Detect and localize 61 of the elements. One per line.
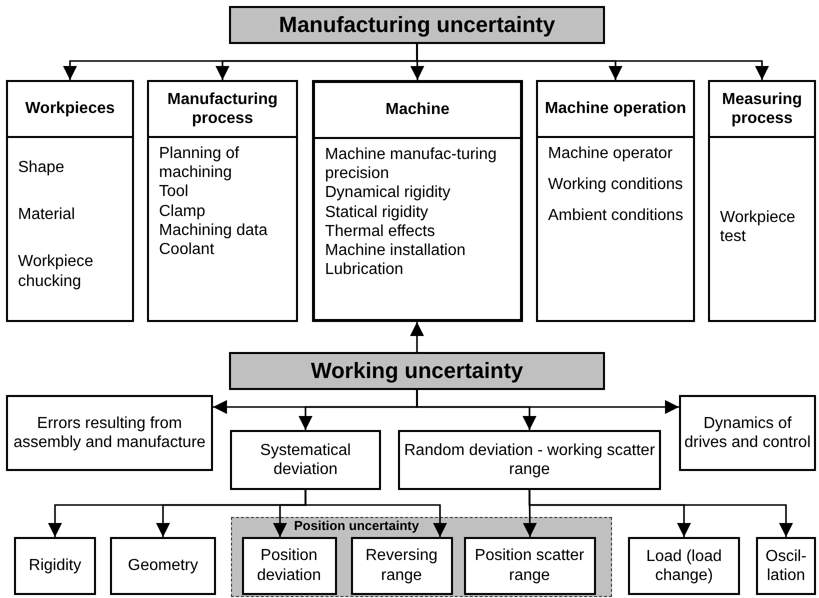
factor-text: Statical rigidity [325,202,430,222]
category-heading: Machine [315,83,520,139]
factor-text: Working conditions [548,175,684,194]
box-text: Random deviation - working scatter range [403,440,656,480]
factor-text: Shape [18,158,66,178]
box-text: Geometry [128,556,198,576]
process-box [14,537,96,595]
category-box [6,80,134,322]
factor-text: Machine manufac-turing precision [325,145,498,184]
box-text: Errors resulting from assembly and manufacture [12,414,207,452]
category-box [708,80,816,322]
process-box [242,536,336,594]
category-heading: Manufacturing process [149,82,296,138]
factor-text: Material [18,205,76,224]
process-box [350,536,452,594]
box-text: Reversing range [364,546,439,585]
factor-text: Ambient conditions [548,206,684,226]
process-box [230,430,381,490]
box-text: Rigidity [28,556,82,576]
category-heading: Measuring process [710,82,814,138]
box-text: Position scatter range [474,546,586,585]
category-box [147,80,298,322]
arrow [416,390,679,414]
category-box [536,80,695,322]
factor-text: Dynamical rigidity [325,183,452,203]
factor-text: Tool [159,182,190,202]
arrow [416,44,769,80]
arrow [528,490,793,537]
factor-text: Thermal effects [325,222,436,241]
heading-text: Manufacturing uncertainty [278,12,556,38]
heading-box [229,6,605,44]
factor-text: Workpiece test [720,208,796,246]
category-heading: Machine operation [538,82,693,138]
factor-text: Coolant [159,240,216,260]
category-box [312,80,523,322]
process-box [756,537,816,595]
factor-text: Lubrication [325,260,404,280]
heading-box [229,352,605,390]
factor-text: Clamp [159,202,206,221]
factor-text: Machining data [159,220,269,240]
factor-text: Workpiece chucking [18,252,94,291]
group-panel [231,517,612,597]
heading-text: Working uncertainty [310,358,524,384]
group-label: Position uncertainty [294,519,419,534]
box-text: Oscil-lation [764,546,808,586]
process-box [628,537,740,595]
arrow [304,490,447,537]
category-heading: Workpieces [8,82,132,138]
factor-text: Machine operator [548,144,674,164]
process-box [6,395,213,471]
process-box [464,536,596,594]
box-text: Position deviation [256,546,322,585]
arrow [410,322,424,352]
process-box [679,395,816,471]
box-text: Systematical deviation [259,440,352,480]
factor-text: Machine installation [325,240,467,260]
box-text: Dynamics of drives and control [683,414,812,452]
process-box [110,537,216,595]
factor-text: Planning of machining [159,144,240,182]
process-box [398,430,661,490]
box-text: Load (load change) [645,546,723,586]
